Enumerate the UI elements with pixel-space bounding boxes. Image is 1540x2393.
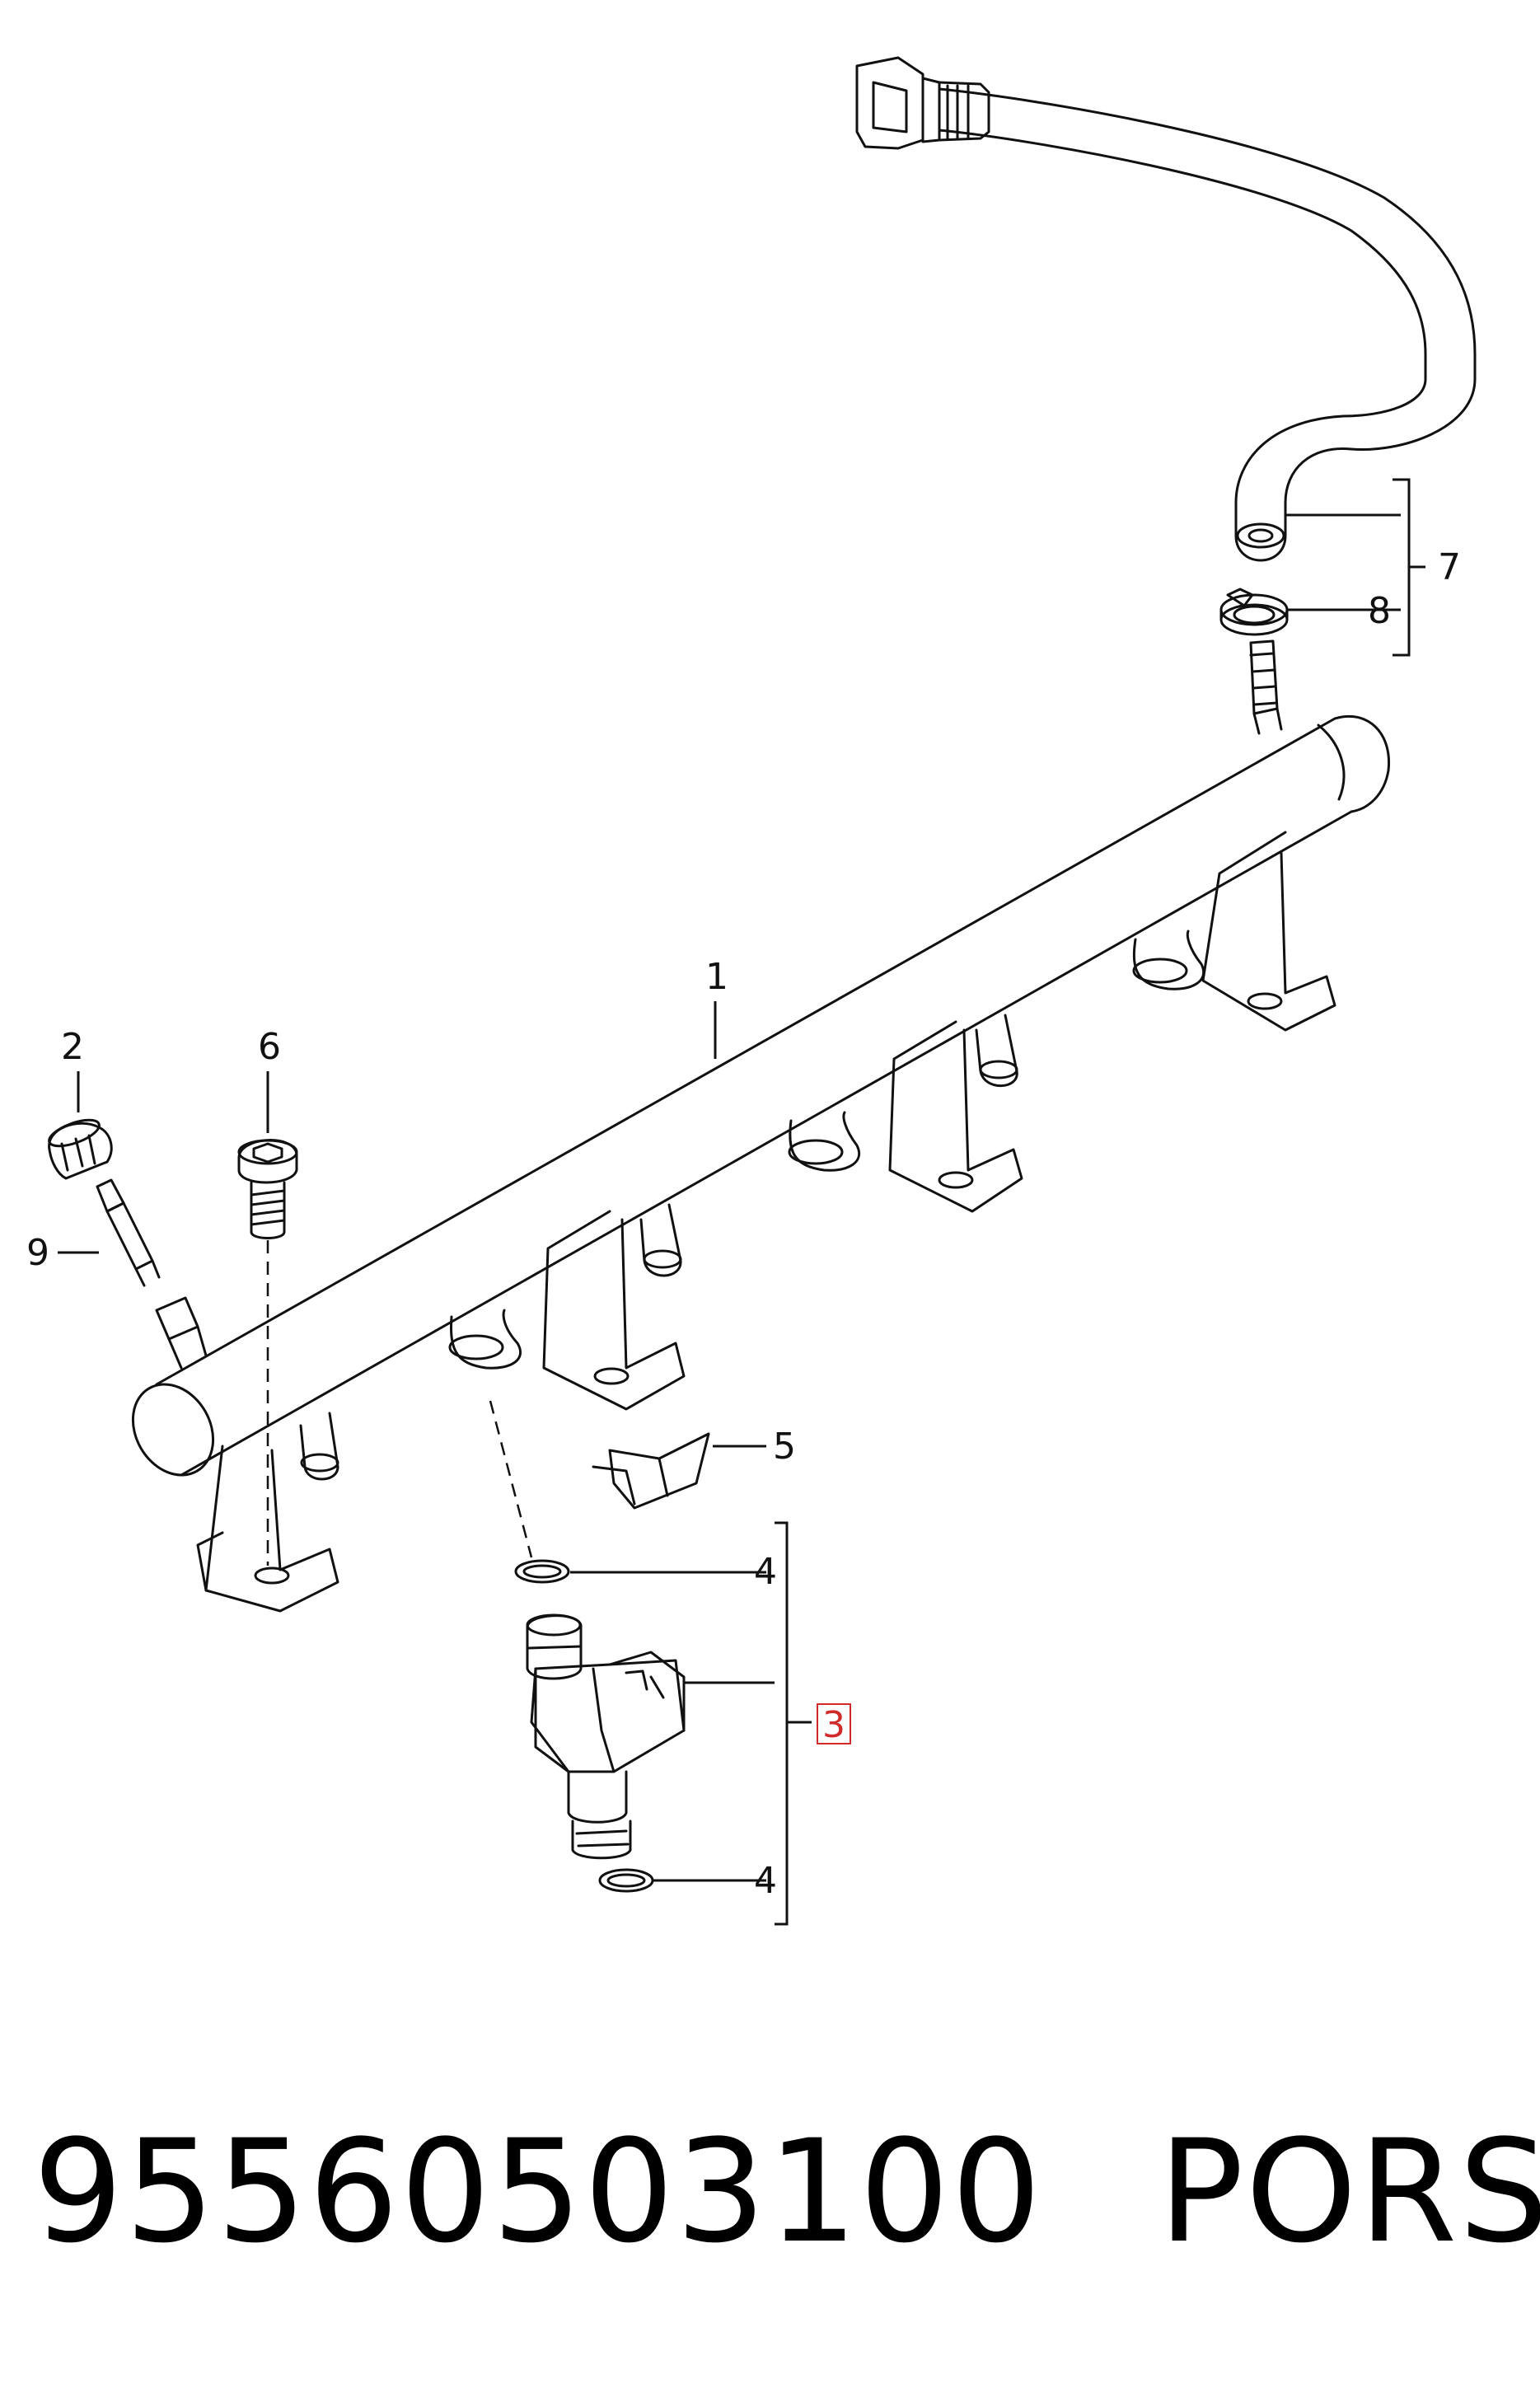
callout-3-highlight-box (817, 1703, 851, 1744)
callout-4-upper: 4 (754, 1551, 777, 1593)
callout-4-lower: 4 (754, 1860, 777, 1902)
rail-mounting-brackets (196, 831, 1336, 1613)
protective-cap (48, 1118, 113, 1180)
callout-5: 5 (773, 1426, 796, 1468)
callout-1: 1 (705, 956, 728, 998)
o-ring-lower (598, 1868, 654, 1893)
part-caption: 95560503100 PORSCHE (33, 2093, 1540, 2291)
mounting-bolt (237, 1139, 298, 1239)
bracket-7 (1393, 478, 1425, 657)
brand-name: PORSCHE (1158, 2109, 1540, 2274)
hose-clamp (1219, 588, 1289, 636)
callout-3: 3 (822, 1704, 845, 1746)
callout-6: 6 (258, 1026, 281, 1068)
part-number: 95560503100 (33, 2109, 1043, 2274)
o-ring-upper (514, 1559, 570, 1584)
bracket-3 (775, 1521, 812, 1926)
callout-9: 9 (26, 1232, 49, 1274)
callout-7: 7 (1438, 546, 1461, 588)
callout-8: 8 (1368, 590, 1391, 632)
test-valve (96, 1178, 208, 1370)
rail-inlet-nipple (1249, 639, 1283, 735)
fuel-injector (526, 1613, 686, 1860)
fuel-hose (855, 56, 1477, 562)
injector-assembly-line (489, 1400, 533, 1558)
fuel-rail (131, 714, 1391, 1477)
rail-injector-ports (299, 930, 1205, 1481)
callout-2: 2 (61, 1026, 84, 1068)
holding-clip (592, 1432, 710, 1510)
